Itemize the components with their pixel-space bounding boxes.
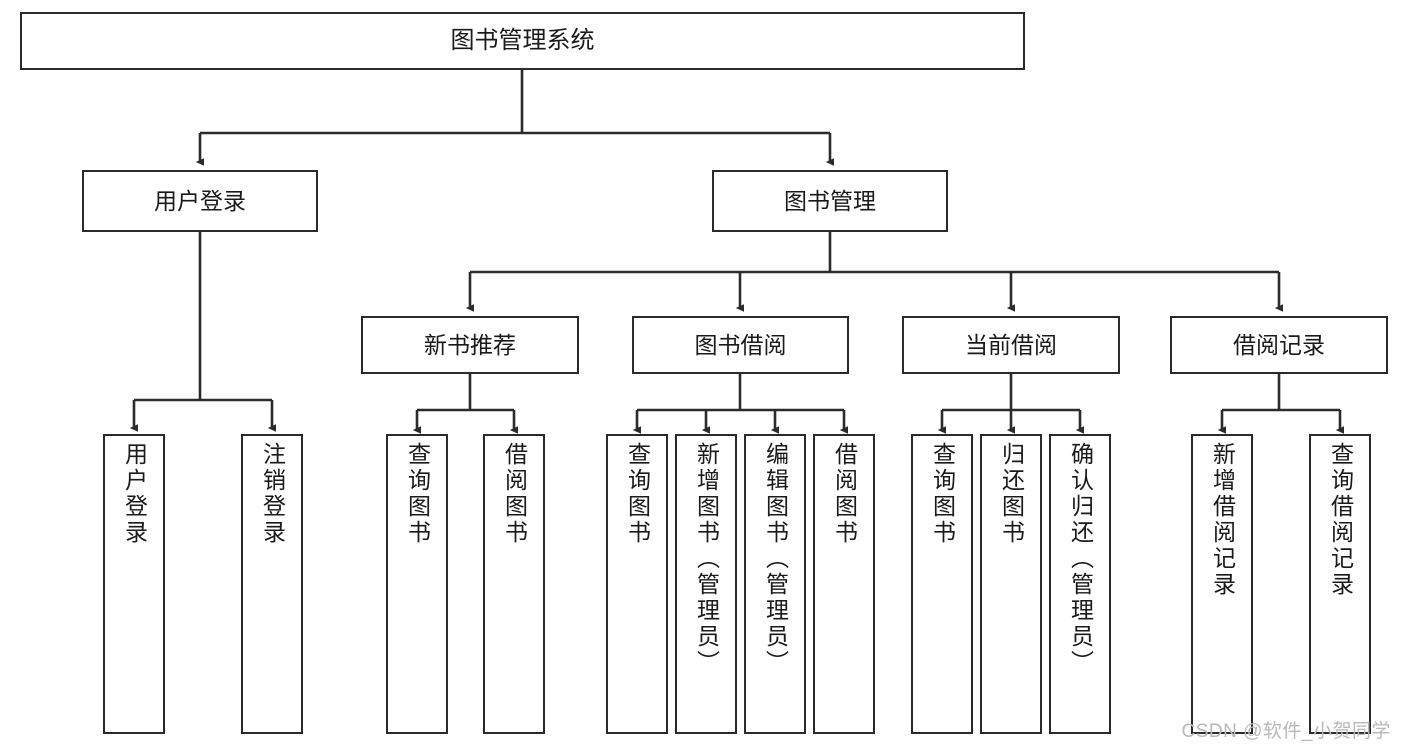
leaf-add-record[interactable]: 新增借阅记录: [1191, 434, 1253, 734]
leaf-query-book-1-label: 查询图书: [404, 442, 431, 546]
leaf-borrow-book-1-label: 借阅图书: [501, 442, 528, 546]
leaf-query-book-1[interactable]: 查询图书: [386, 434, 448, 734]
node-book-management-label: 图书管理: [784, 187, 876, 214]
leaf-user-logout[interactable]: 注销登录: [241, 434, 303, 734]
leaf-query-record-label: 查询借阅记录: [1327, 442, 1354, 598]
node-new-book-recommend[interactable]: 新书推荐: [361, 316, 579, 374]
leaf-query-book-2[interactable]: 查询图书: [606, 434, 668, 734]
leaf-query-book-2-label: 查询图书: [624, 442, 651, 546]
leaf-query-record[interactable]: 查询借阅记录: [1309, 434, 1371, 734]
leaf-add-book[interactable]: 新增图书（管理员）: [675, 434, 737, 734]
node-current-borrow[interactable]: 当前借阅: [902, 316, 1120, 374]
node-user-login-label: 用户登录: [154, 187, 246, 214]
leaf-borrow-book-2[interactable]: 借阅图书: [813, 434, 875, 734]
leaf-query-book-3-label: 查询图书: [929, 442, 956, 546]
node-borrow-record[interactable]: 借阅记录: [1170, 316, 1388, 374]
node-book-management[interactable]: 图书管理: [712, 170, 948, 232]
leaf-confirm-return[interactable]: 确认归还（管理员）: [1049, 434, 1111, 734]
leaf-add-record-label: 新增借阅记录: [1209, 442, 1236, 598]
node-root-label: 图书管理系统: [450, 27, 595, 55]
node-new-book-recommend-label: 新书推荐: [424, 331, 516, 358]
leaf-add-book-label: 新增图书（管理员）: [693, 442, 720, 676]
leaf-confirm-return-label: 确认归还（管理员）: [1067, 442, 1094, 676]
leaf-edit-book-label: 编辑图书（管理员）: [762, 442, 789, 676]
leaf-user-logout-label: 注销登录: [259, 442, 286, 546]
leaf-query-book-3[interactable]: 查询图书: [911, 434, 973, 734]
leaf-user-login[interactable]: 用户登录: [103, 434, 165, 734]
leaf-edit-book[interactable]: 编辑图书（管理员）: [744, 434, 806, 734]
node-current-borrow-label: 当前借阅: [965, 331, 1057, 358]
node-book-borrow[interactable]: 图书借阅: [632, 316, 849, 374]
leaf-return-book-label: 归还图书: [998, 442, 1025, 546]
leaf-borrow-book-1[interactable]: 借阅图书: [483, 434, 545, 734]
leaf-borrow-book-2-label: 借阅图书: [831, 442, 858, 546]
node-borrow-record-label: 借阅记录: [1233, 331, 1325, 358]
leaf-user-login-label: 用户登录: [121, 442, 148, 546]
node-user-login[interactable]: 用户登录: [82, 170, 318, 232]
node-root[interactable]: 图书管理系统: [20, 12, 1025, 70]
node-book-borrow-label: 图书借阅: [694, 331, 787, 358]
leaf-return-book[interactable]: 归还图书: [980, 434, 1042, 734]
